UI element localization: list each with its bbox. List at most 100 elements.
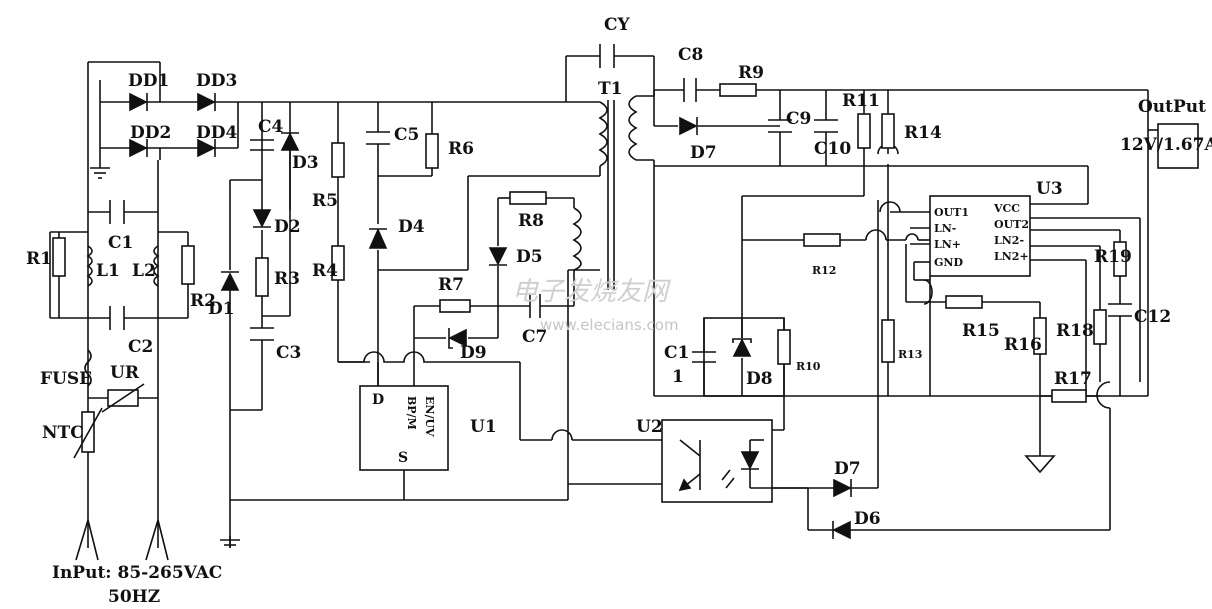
label-r2: R2 bbox=[190, 291, 216, 311]
inductor-l1 bbox=[86, 245, 93, 287]
label-c2: C2 bbox=[128, 337, 153, 357]
label-r14: R14 bbox=[904, 123, 942, 143]
label-d7-feedback: D7 bbox=[834, 459, 861, 479]
resistor-r10 bbox=[777, 329, 791, 365]
label-c11-a: C1 bbox=[664, 343, 689, 363]
feedback-diode-d6 bbox=[807, 488, 1110, 540]
label-r7: R7 bbox=[438, 275, 464, 295]
resistor-r17 bbox=[1051, 389, 1087, 403]
capacitor-c11 bbox=[692, 318, 716, 396]
label-c12: C12 bbox=[1134, 307, 1171, 327]
capacitor-c4 bbox=[250, 139, 274, 151]
watermark-url: www.elecians.com bbox=[540, 316, 679, 334]
capacitor-cy bbox=[565, 44, 655, 102]
label-r17: R17 bbox=[1054, 369, 1092, 389]
resistor-r3 bbox=[255, 257, 269, 297]
resistor-r7 bbox=[439, 299, 471, 313]
capacitor-c7 bbox=[529, 294, 541, 318]
label-r8: R8 bbox=[518, 211, 544, 231]
resistor-r9 bbox=[719, 83, 757, 97]
label-l2: L2 bbox=[132, 261, 156, 281]
varistor-ur bbox=[101, 383, 145, 413]
resistor-r19 bbox=[1113, 241, 1127, 277]
u1-pin-bp: BP/M bbox=[405, 396, 418, 430]
label-r10: R10 bbox=[796, 360, 821, 373]
thermistor-ntc bbox=[73, 407, 103, 459]
label-r18: R18 bbox=[1056, 321, 1094, 341]
transformer-t1 bbox=[572, 95, 638, 290]
bridge-diode-dd3 bbox=[197, 92, 216, 112]
ground-symbol bbox=[1024, 455, 1056, 474]
label-d4: D4 bbox=[398, 217, 425, 237]
input-wiring bbox=[49, 61, 600, 548]
inductor-l2 bbox=[153, 245, 160, 287]
capacitor-c10 bbox=[814, 119, 838, 133]
label-r1: R1 bbox=[26, 249, 52, 269]
label-c9: C9 bbox=[786, 109, 811, 129]
label-d3: D3 bbox=[292, 153, 319, 173]
resistor-r5 bbox=[331, 142, 345, 178]
fuse bbox=[84, 349, 92, 387]
resistor-r4 bbox=[331, 245, 345, 281]
output-terminal bbox=[1148, 123, 1199, 169]
diode-d4 bbox=[368, 228, 388, 249]
label-r11: R11 bbox=[842, 91, 880, 111]
ac-input-terminals bbox=[75, 519, 169, 561]
controller-u3 bbox=[929, 195, 1031, 277]
label-u3: U3 bbox=[1036, 179, 1063, 199]
label-d8: D8 bbox=[746, 369, 773, 389]
resistor-r1 bbox=[52, 232, 66, 318]
label-cy: CY bbox=[604, 15, 631, 35]
label-r13: R13 bbox=[898, 348, 922, 361]
resistor-r11 bbox=[857, 113, 871, 149]
label-d2: D2 bbox=[274, 217, 301, 237]
u3-pin-ln-plus: LN+ bbox=[934, 238, 961, 251]
resistor-r2 bbox=[181, 245, 195, 285]
label-r3: R3 bbox=[274, 269, 300, 289]
label-u1: U1 bbox=[470, 417, 497, 437]
resistor-r18 bbox=[1093, 309, 1107, 345]
label-r6: R6 bbox=[448, 139, 474, 159]
label-t1: T1 bbox=[598, 79, 622, 99]
label-fuse: FUSE bbox=[40, 369, 92, 389]
bridge-diode-dd1 bbox=[129, 92, 148, 112]
label-d5: D5 bbox=[516, 247, 543, 267]
label-d7-output: D7 bbox=[690, 143, 717, 163]
u3-pin-ln-minus: LN- bbox=[934, 222, 956, 235]
capacitor-c8 bbox=[683, 78, 697, 102]
label-c5: C5 bbox=[394, 125, 419, 145]
controller-u1 bbox=[359, 385, 449, 471]
label-ntc: NTC bbox=[42, 423, 84, 443]
zener-diode-d8 bbox=[732, 338, 752, 357]
u3-pin-gnd: GND bbox=[934, 256, 963, 269]
input-spec-line1: InPut: 85-265VAC bbox=[52, 563, 222, 583]
label-r9: R9 bbox=[738, 63, 764, 83]
label-u2: U2 bbox=[636, 417, 663, 437]
label-c7: C7 bbox=[522, 327, 547, 347]
label-dd1: DD1 bbox=[128, 71, 169, 91]
feedback-diode-d7 bbox=[772, 478, 879, 498]
output-title: OutPut bbox=[1138, 97, 1206, 117]
label-dd4: DD4 bbox=[196, 123, 237, 143]
label-r4: R4 bbox=[312, 261, 338, 281]
resistor-r12 bbox=[803, 233, 841, 247]
u3-pin-vcc: VCC bbox=[993, 202, 1020, 215]
label-r16: R16 bbox=[1004, 335, 1042, 355]
label-r15: R15 bbox=[962, 321, 1000, 341]
u3-wiring bbox=[742, 200, 1141, 530]
diode-d2 bbox=[252, 209, 272, 228]
bridge-diode-dd4 bbox=[197, 138, 216, 158]
input-spec-line2: 50HZ bbox=[108, 587, 160, 607]
resistor-r16 bbox=[1033, 317, 1047, 355]
zener-diode-d9 bbox=[448, 328, 467, 349]
u1-pin-en: EN/UV bbox=[423, 396, 436, 437]
label-l1: L1 bbox=[96, 261, 120, 281]
label-c11-b: 1 bbox=[672, 367, 684, 387]
u3-pin-ln2-minus: LN2- bbox=[994, 234, 1024, 247]
label-r12: R12 bbox=[812, 264, 836, 277]
label-c10: C10 bbox=[814, 139, 851, 159]
label-d6: D6 bbox=[854, 509, 881, 529]
label-d1: D1 bbox=[208, 299, 235, 319]
output-spec: 12V/1.67A bbox=[1120, 135, 1212, 155]
resistor-r13 bbox=[881, 319, 895, 363]
